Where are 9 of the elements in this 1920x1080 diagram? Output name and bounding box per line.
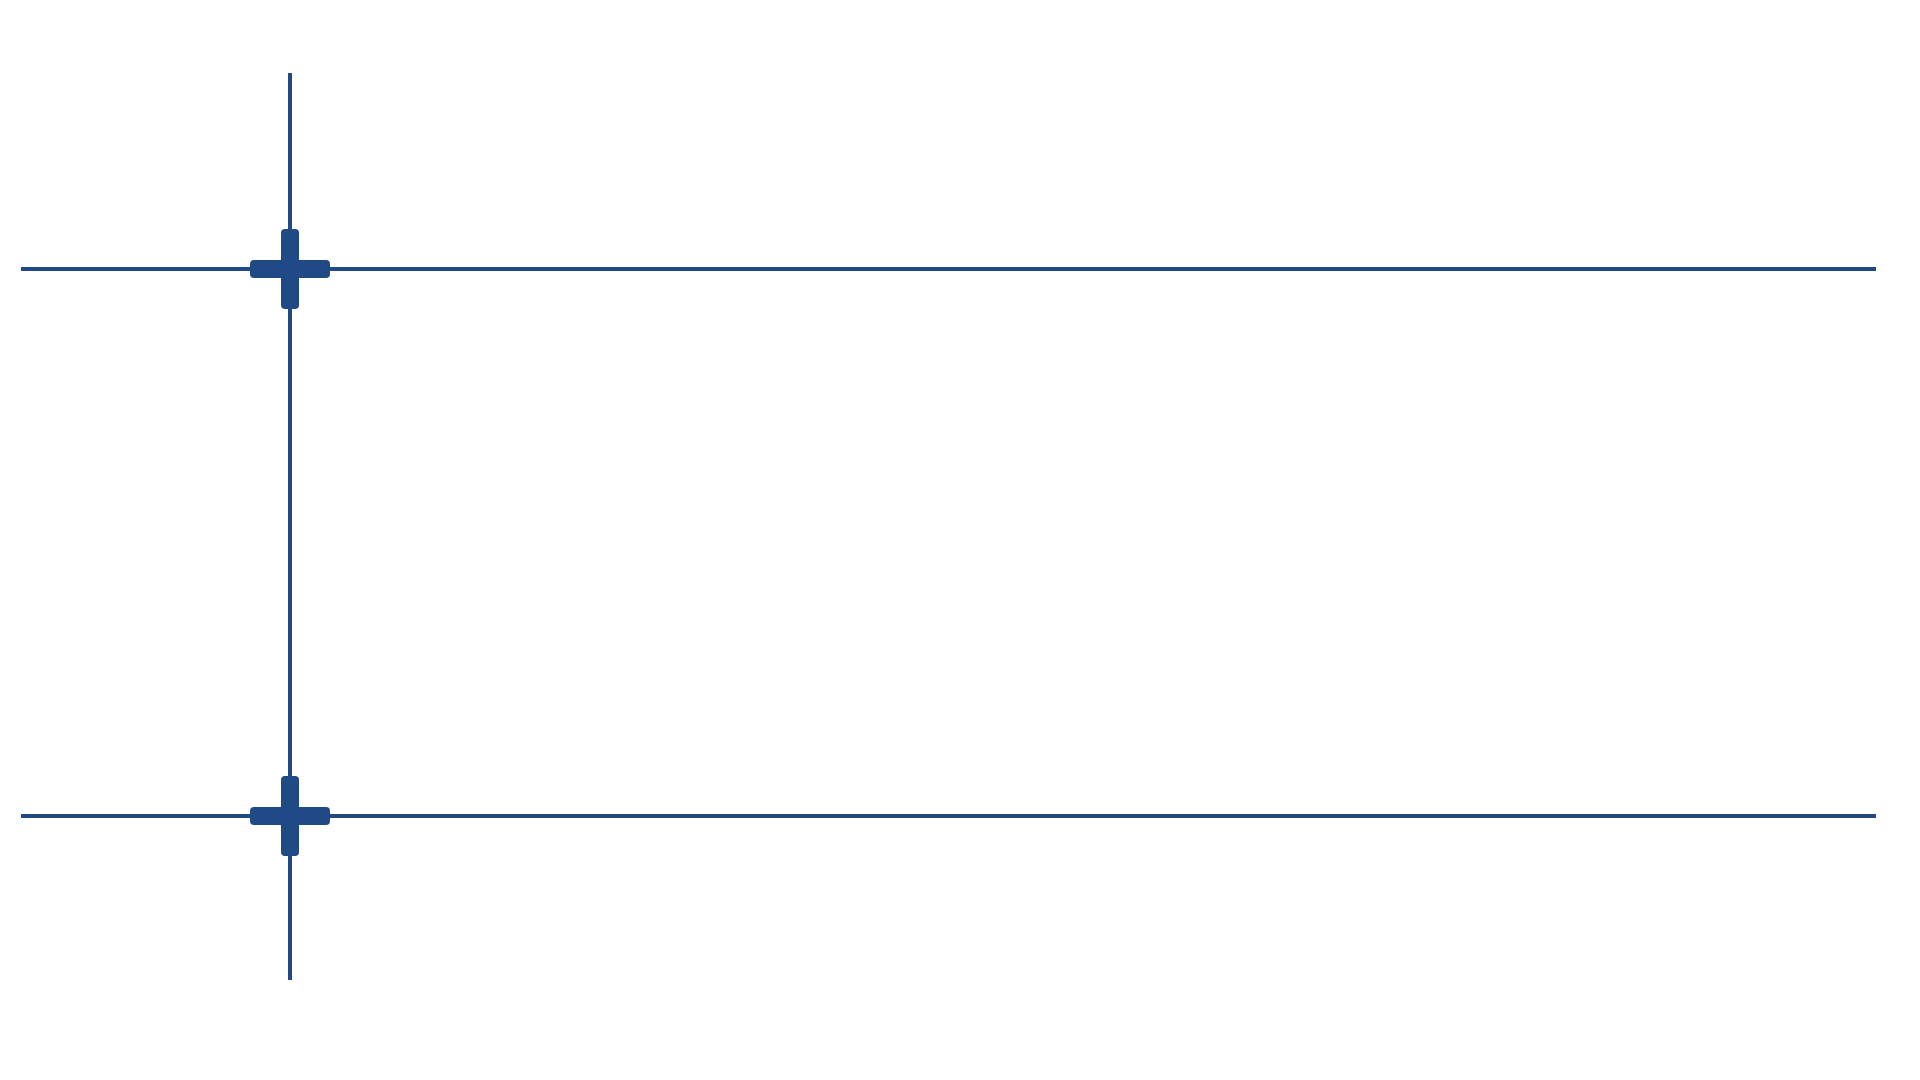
pipe-line bbox=[288, 73, 292, 229]
pipe-line bbox=[21, 814, 250, 818]
pipe-line bbox=[288, 856, 292, 980]
pipe-line bbox=[21, 267, 250, 271]
cross-fitting bbox=[250, 776, 330, 856]
pipe-line bbox=[330, 814, 1876, 818]
cross-fitting bbox=[250, 229, 330, 309]
pipe-line bbox=[288, 309, 292, 776]
pipe-line bbox=[330, 267, 1876, 271]
